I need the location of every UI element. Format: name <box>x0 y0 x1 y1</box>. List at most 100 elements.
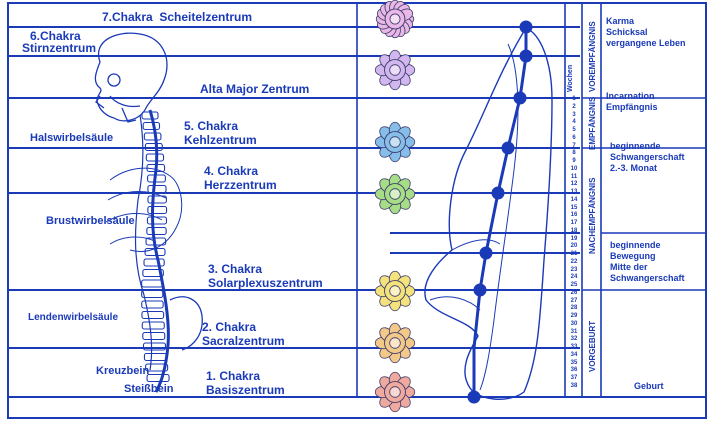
chakra-1-label-line2: Basiszentrum <box>206 383 285 397</box>
note-bewegung-1: beginnende <box>610 240 661 250</box>
week-number: 23 <box>570 266 578 273</box>
week-number: 37 <box>570 375 578 381</box>
vertebrae <box>141 111 170 383</box>
chakra-lotus-symbol <box>374 49 416 91</box>
spine-label-kreuz: Kreuzbein <box>96 365 150 377</box>
note-bewegung-3: Mitte der <box>610 262 648 272</box>
phase-empfaengnis: EMPFÄNGNIS <box>588 96 597 150</box>
week-number: 9 <box>572 158 576 164</box>
week-number: 4 <box>572 119 576 126</box>
chakra-1-label-line1: 1. Chakra <box>206 369 261 383</box>
timeline-columns <box>356 3 706 397</box>
spine-label-steiss: Steißbein <box>124 383 174 395</box>
skeleton-figure <box>94 32 203 393</box>
chakra-3-label-line1: 3. Chakra <box>208 262 263 276</box>
vertebra <box>141 279 163 288</box>
week-number: 27 <box>570 297 578 304</box>
life-line <box>467 20 533 404</box>
chakra-lotus-symbol <box>374 121 416 163</box>
week-number: 31 <box>570 328 578 335</box>
vertebra <box>142 268 164 278</box>
chakra-2-label-line2: Sacralzentrum <box>202 334 285 348</box>
chakra-5-label-line2: Kehlzentrum <box>184 133 257 147</box>
week-number: 28 <box>570 305 578 312</box>
vertebra <box>141 321 165 330</box>
vertebra <box>147 195 167 204</box>
note-karma-2: Schicksal <box>606 27 648 37</box>
note-geburt: Geburt <box>634 381 664 391</box>
week-number: 35 <box>570 359 578 366</box>
note-incarnation-2: Empfängnis <box>606 102 658 112</box>
chakra-4-label-line1: 4. Chakra <box>204 164 259 178</box>
vertebra <box>144 142 163 152</box>
week-number: 15 <box>570 204 578 211</box>
vertebra <box>143 352 167 362</box>
spine-label-lenden: Lendenwirbelsäule <box>28 312 119 323</box>
vertebra <box>141 111 159 120</box>
week-number: 34 <box>570 351 578 358</box>
weeks-header: Wochen <box>567 64 574 92</box>
week-number: 2 <box>572 103 576 110</box>
vertebra <box>142 121 161 131</box>
vertebra <box>146 163 166 173</box>
week-number: 25 <box>570 282 578 288</box>
alta-major-label: Alta Major Zentrum <box>200 82 310 96</box>
chakra-7-label: 7.Chakra Scheitelzentrum <box>102 10 253 24</box>
fetus-outline <box>424 27 553 400</box>
vertebra <box>146 373 170 383</box>
week-number: 24 <box>570 274 578 281</box>
note-karma-3: vergangene Leben <box>606 38 686 48</box>
phase-vorgeburt: VORGEBURT <box>588 320 597 372</box>
week-number: 1 <box>572 96 576 102</box>
week-number: 7 <box>572 142 576 149</box>
vertebra <box>141 289 164 299</box>
week-number: 21 <box>570 251 578 257</box>
vertebra <box>147 184 167 194</box>
week-number: 36 <box>570 367 578 374</box>
week-number: 10 <box>570 165 578 172</box>
week-number: 18 <box>570 227 578 234</box>
note-karma-1: Karma <box>606 16 635 26</box>
vertebra <box>141 310 165 320</box>
note-incarnation-1: Incarnation <box>606 91 655 101</box>
vertebra <box>147 205 168 215</box>
vertebra <box>145 153 165 162</box>
week-number: 16 <box>570 212 578 219</box>
week-number: 20 <box>570 243 578 250</box>
week-number: 8 <box>572 150 576 157</box>
week-number: 5 <box>572 127 576 133</box>
chakra-lotus-symbol <box>374 173 416 215</box>
week-number: 6 <box>572 134 576 141</box>
note-schwangerschaft-1: beginnende <box>610 141 661 151</box>
chakra-4-label-line2: Herzzentrum <box>204 178 277 192</box>
chakra-lotus-symbol <box>374 322 416 364</box>
vertebra <box>142 331 166 341</box>
vertebra <box>145 237 167 246</box>
chakra-6-label-line1: 6.Chakra <box>30 29 81 43</box>
note-schwangerschaft-3: 2.-3. Monat <box>610 163 658 173</box>
week-number: 14 <box>570 196 578 203</box>
note-bewegung-2: Bewegung <box>610 251 656 261</box>
vertebra <box>143 258 165 267</box>
vertebra <box>143 132 162 141</box>
week-number: 32 <box>570 336 578 343</box>
week-number: 19 <box>570 235 578 242</box>
spine-label-hals: Halswirbelsäule <box>30 132 114 144</box>
vertebra <box>146 226 167 236</box>
vertebra <box>141 300 164 309</box>
vertebra <box>147 174 166 183</box>
week-number: 3 <box>572 111 576 118</box>
chakra-lotus-symbol <box>374 270 416 312</box>
phase-nachempfaengnis: NACHEMPFÄNGNIS <box>588 177 597 254</box>
week-number: 22 <box>570 258 578 265</box>
chakra-lotus-symbol <box>375 0 415 39</box>
spine-label-brust: Brustwirbelsäule <box>46 215 135 227</box>
chakra-3-label-line2: Solarplexuszentrum <box>208 276 323 290</box>
week-number: 30 <box>570 320 578 327</box>
chakra-lotus-symbol <box>374 371 416 413</box>
week-number: 11 <box>570 173 578 180</box>
week-number: 13 <box>570 189 578 195</box>
week-number: 12 <box>570 181 578 188</box>
week-number: 26 <box>570 289 578 296</box>
